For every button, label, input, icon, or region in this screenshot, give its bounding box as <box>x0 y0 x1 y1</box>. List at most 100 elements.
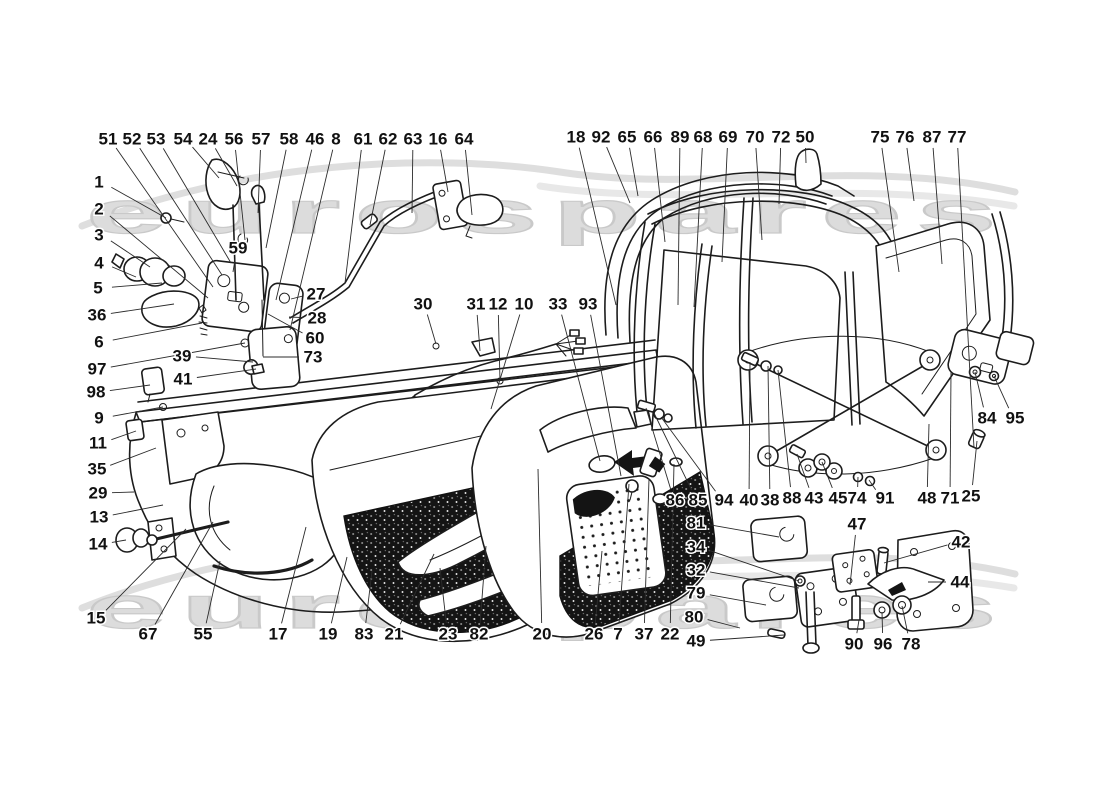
part-label-57: 57 <box>252 130 271 149</box>
leader-line-57 <box>257 149 261 214</box>
part-label-34: 34 <box>687 538 706 557</box>
leader-line-12 <box>497 314 501 382</box>
leader-line-3 <box>110 240 151 268</box>
part-label-93: 93 <box>579 295 598 314</box>
leader-line-13 <box>112 504 164 516</box>
part-label-28: 28 <box>308 309 327 328</box>
leader-line-8 <box>289 149 334 331</box>
leader-line-46 <box>275 149 313 301</box>
leader-line-49 <box>709 634 785 641</box>
part-label-44: 44 <box>951 573 970 592</box>
part-label-42: 42 <box>952 533 971 552</box>
part-label-16: 16 <box>429 130 448 149</box>
leader-line-15 <box>105 528 187 611</box>
leader-line-59 <box>232 258 236 273</box>
leader-line-53 <box>162 148 232 264</box>
part-label-82: 82 <box>470 625 489 644</box>
leader-line-9 <box>112 406 164 417</box>
leader-line-58 <box>265 149 287 249</box>
part-label-69: 69 <box>719 128 738 147</box>
part-label-1: 1 <box>94 173 103 192</box>
leader-line-11 <box>111 430 137 441</box>
leader-line-25 <box>972 440 978 486</box>
part-label-18: 18 <box>567 128 586 147</box>
part-label-49: 49 <box>687 632 706 651</box>
part-label-65: 65 <box>618 128 637 147</box>
leader-line-47 <box>849 534 856 586</box>
leader-line-45 <box>821 461 833 489</box>
part-label-45: 45 <box>829 489 848 508</box>
leader-line-40 <box>748 361 751 490</box>
part-label-59: 59 <box>229 239 248 258</box>
part-label-25: 25 <box>962 487 981 506</box>
part-label-39: 39 <box>173 347 192 366</box>
part-label-98: 98 <box>87 383 106 402</box>
part-label-84: 84 <box>978 409 997 428</box>
part-label-38: 38 <box>761 491 780 510</box>
leader-line-93 <box>590 314 622 477</box>
leader-line-82 <box>479 545 487 624</box>
part-label-64: 64 <box>455 130 474 149</box>
leader-line-87 <box>932 147 943 265</box>
part-label-9: 9 <box>94 409 103 428</box>
leader-line-6 <box>112 322 203 341</box>
part-label-60: 60 <box>306 329 325 348</box>
leader-line-96 <box>881 611 884 634</box>
speaker-grille <box>565 475 667 597</box>
part-label-33: 33 <box>549 295 568 314</box>
leader-line-69 <box>721 147 728 263</box>
leader-line-61 <box>344 149 362 284</box>
part-label-66: 66 <box>644 128 663 147</box>
leader-line-19 <box>330 556 348 624</box>
leader-line-80 <box>707 619 741 629</box>
leader-line-14 <box>111 539 127 543</box>
part-label-71: 71 <box>941 489 960 508</box>
leader-line-67 <box>154 521 214 625</box>
leader-line-42 <box>883 544 948 564</box>
part-label-17: 17 <box>269 625 288 644</box>
part-label-50: 50 <box>796 128 815 147</box>
exterior-handle-cable <box>289 179 504 324</box>
part-label-70: 70 <box>746 128 765 147</box>
part-label-72: 72 <box>772 128 791 147</box>
leader-line-72 <box>778 147 782 205</box>
part-label-6: 6 <box>94 333 103 352</box>
direction-arrow <box>614 450 649 476</box>
leader-line-98 <box>109 384 151 392</box>
part-label-74: 74 <box>848 489 867 508</box>
leader-line-4 <box>111 266 137 278</box>
part-label-5: 5 <box>93 279 102 298</box>
leader-line-30 <box>426 314 437 345</box>
leader-line-68 <box>693 147 703 308</box>
part-label-37: 37 <box>635 625 654 644</box>
part-label-54: 54 <box>174 130 193 149</box>
leader-line-76 <box>906 147 915 202</box>
leader-line-55 <box>205 560 221 624</box>
part-label-52: 52 <box>123 130 142 149</box>
leader-line-32 <box>709 571 800 589</box>
leader-line-95 <box>993 375 1010 409</box>
leader-line-38 <box>767 365 771 490</box>
leader-line-86 <box>645 407 672 490</box>
part-label-22: 22 <box>661 625 680 644</box>
part-label-19: 19 <box>319 625 338 644</box>
window-regulator <box>636 328 1035 487</box>
leader-line-17 <box>281 526 307 624</box>
leader-line-39 <box>195 356 254 363</box>
leader-line-56 <box>235 149 246 241</box>
part-label-4: 4 <box>94 254 104 273</box>
leader-line-31 <box>476 314 481 352</box>
leader-line-63 <box>411 149 414 214</box>
part-label-81: 81 <box>687 514 706 533</box>
shell-clips <box>125 366 165 442</box>
mirror-mount-cap <box>794 148 822 192</box>
grab-handle <box>539 406 637 453</box>
lower-lock-cylinder-and-rod <box>115 517 314 575</box>
part-label-95: 95 <box>1006 409 1025 428</box>
leader-line-84 <box>974 371 984 408</box>
leader-line-79 <box>709 594 767 606</box>
leader-line-7 <box>618 483 630 624</box>
part-label-85: 85 <box>689 491 708 510</box>
leader-line-78 <box>901 605 909 634</box>
part-label-3: 3 <box>94 226 103 245</box>
